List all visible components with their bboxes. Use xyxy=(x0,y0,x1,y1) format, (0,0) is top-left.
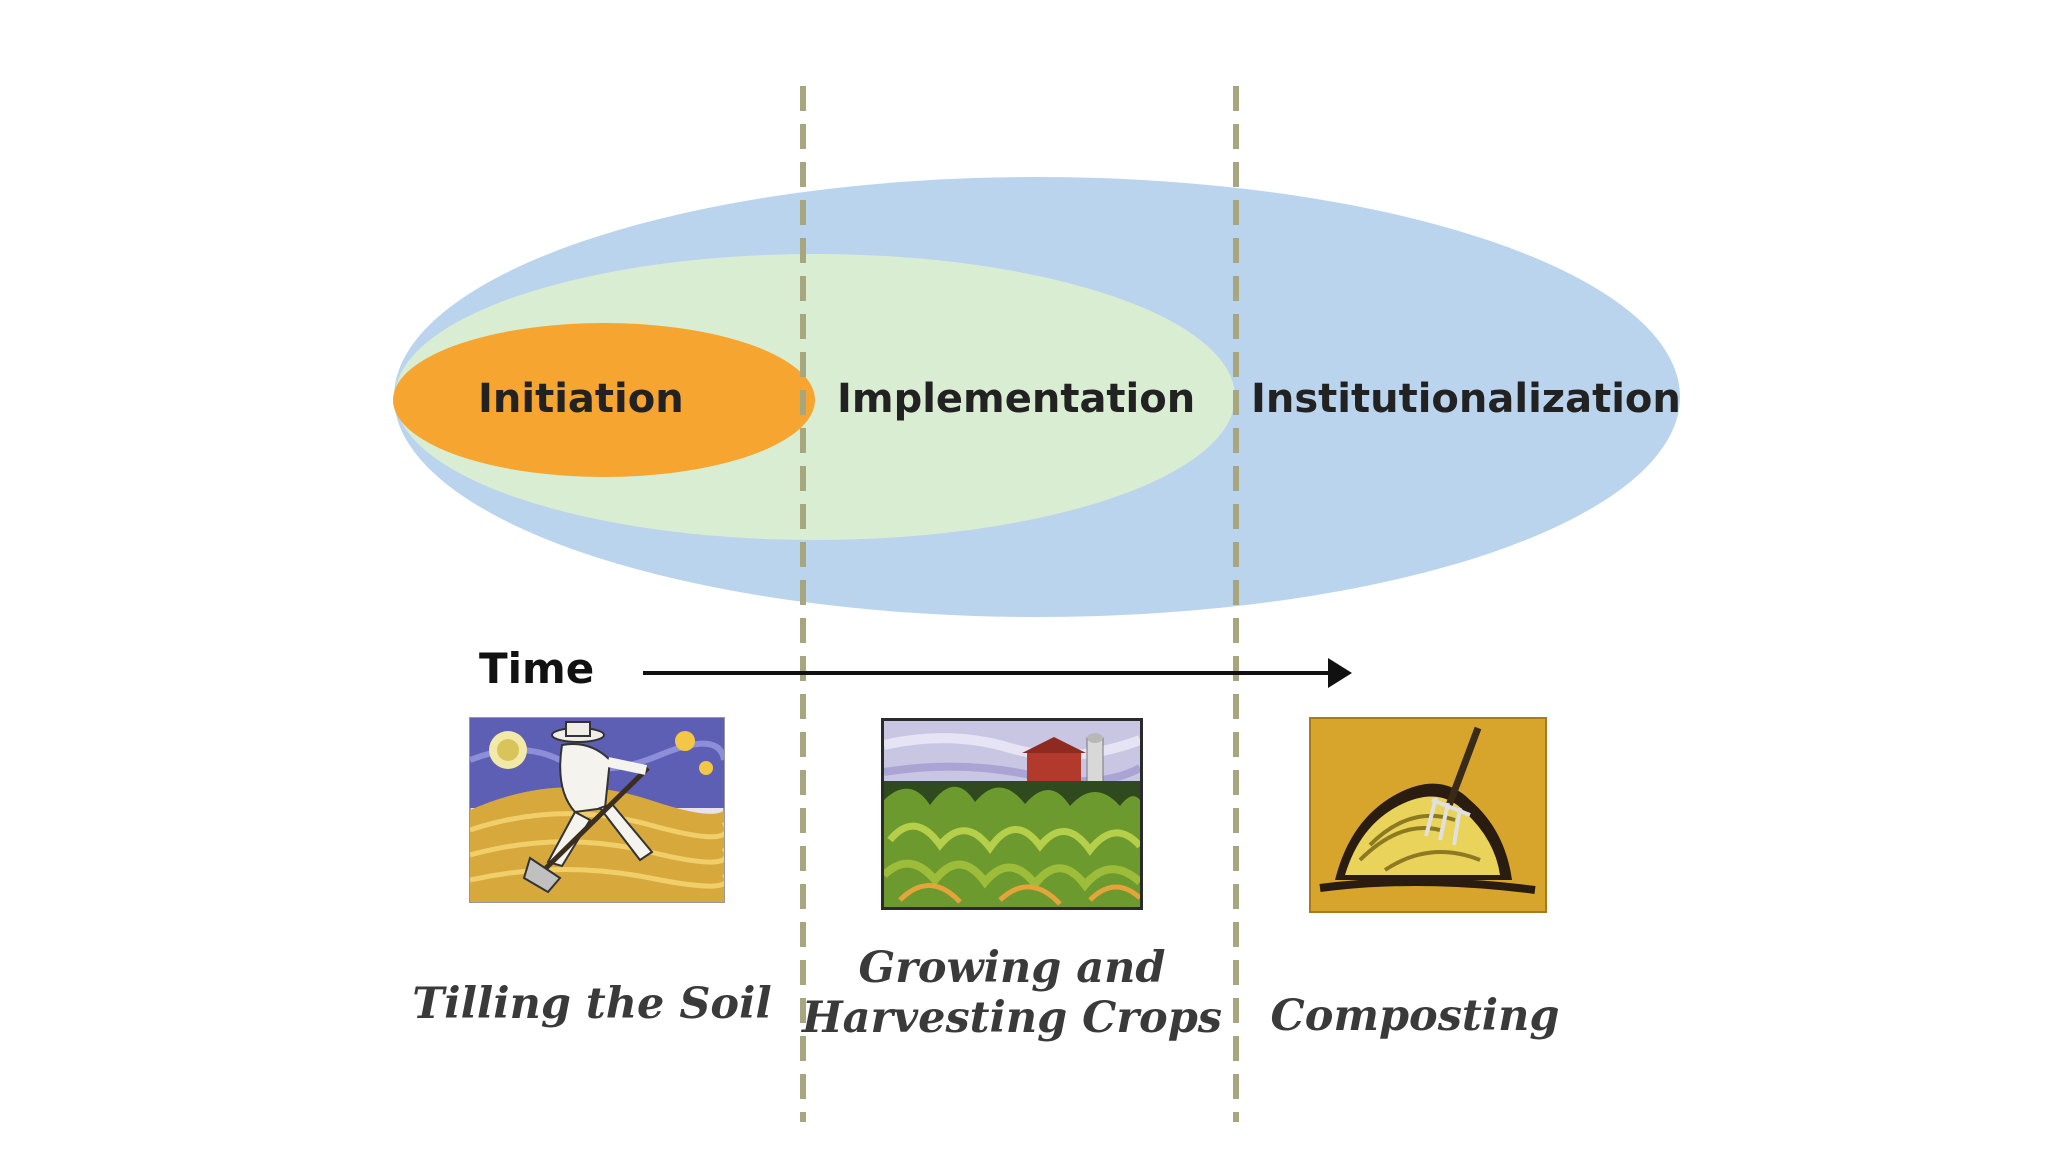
pitchfork-haystack-icon xyxy=(1309,717,1547,913)
institutionalization-label: Institutionalization xyxy=(1251,376,1681,422)
implementation-label: Implementation xyxy=(837,376,1195,422)
caption-growing-line2: Harvesting Crops xyxy=(800,993,1222,1043)
time-label: Time xyxy=(479,644,594,693)
initiation-label: Initiation xyxy=(478,376,684,422)
time-arrow-head xyxy=(1328,658,1352,688)
initiation-ellipse xyxy=(393,323,815,477)
caption-composting: Composting xyxy=(1271,991,1560,1041)
farmer-digging-icon xyxy=(469,717,725,903)
crop-field-barn-icon xyxy=(881,718,1143,910)
caption-growing-line1: Growing and xyxy=(859,943,1166,993)
caption-tilling: Tilling the Soil xyxy=(412,979,772,1029)
